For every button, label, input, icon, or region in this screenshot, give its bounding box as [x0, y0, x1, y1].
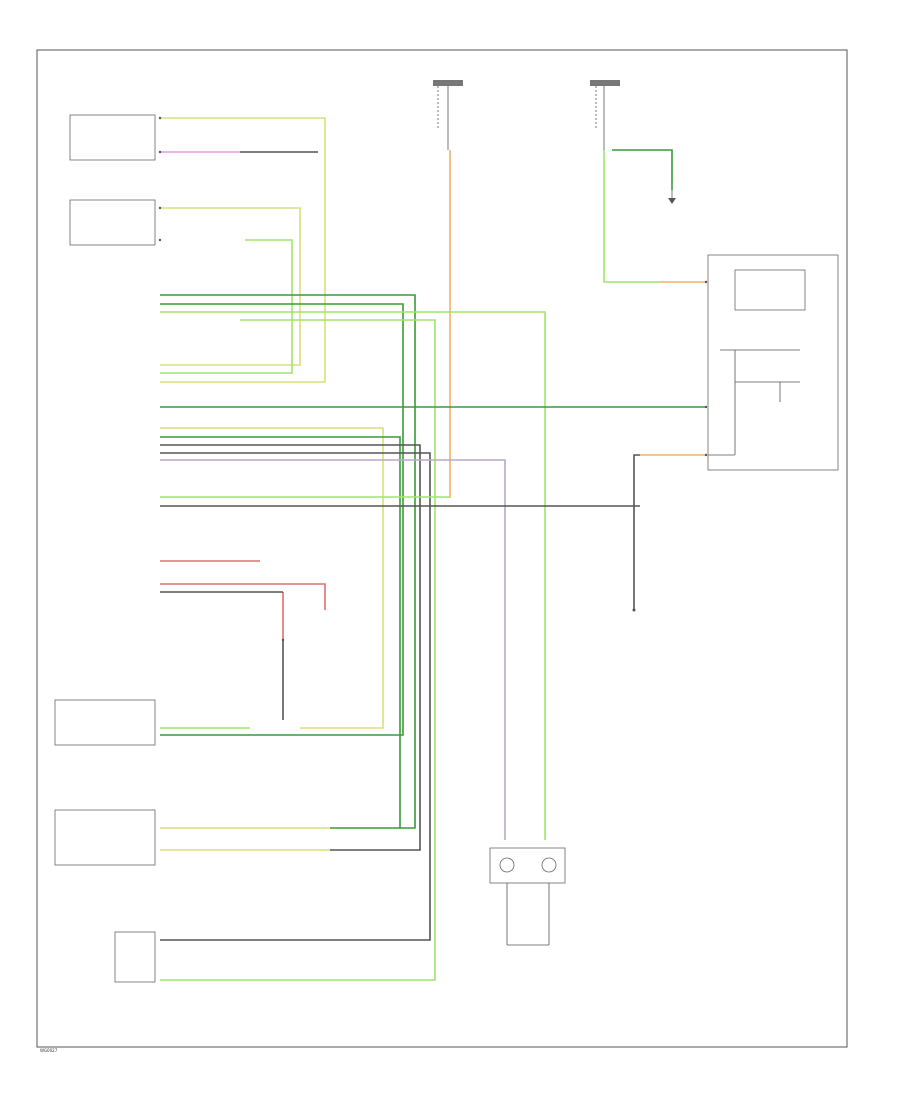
wire-gray-module	[633, 454, 640, 610]
wire-gray-2	[160, 444, 421, 851]
fuse-block-right	[590, 80, 620, 150]
wire-light-green-3	[160, 319, 436, 981]
fuse-block-left	[433, 80, 463, 150]
wire-dark-green-1	[160, 294, 416, 829]
component-box-4	[54, 809, 156, 866]
module-inner-box	[734, 269, 806, 311]
connector-dots	[158, 116, 708, 642]
wire-green-ground	[612, 149, 673, 190]
diagram-frame	[36, 49, 848, 1048]
wire-yellow-2	[160, 207, 301, 366]
wire-green-fuse	[603, 150, 660, 283]
wire-light-green-2	[160, 311, 546, 840]
component-box-2	[69, 199, 156, 246]
module-box-right	[707, 254, 839, 471]
wire-yellow-3	[160, 427, 384, 729]
wire-green-2	[160, 303, 404, 736]
module-internal-lines	[708, 349, 800, 456]
sensor-connector-icons	[499, 857, 557, 873]
wire-green-3	[160, 436, 401, 828]
component-box-1	[69, 114, 156, 161]
wire-red-2	[160, 583, 326, 610]
footer-code: WG0027	[40, 1048, 58, 1053]
wire-yellow-1	[160, 117, 326, 383]
sensor-box-bottom	[489, 847, 566, 884]
component-box-3	[54, 699, 156, 746]
wire-lavender	[160, 459, 506, 840]
ground-symbol	[668, 190, 676, 204]
component-box-5	[114, 931, 156, 983]
wire-gray-3	[160, 452, 431, 941]
wire-light-green-1	[160, 239, 293, 374]
sensor-bottom-lines	[506, 883, 550, 946]
